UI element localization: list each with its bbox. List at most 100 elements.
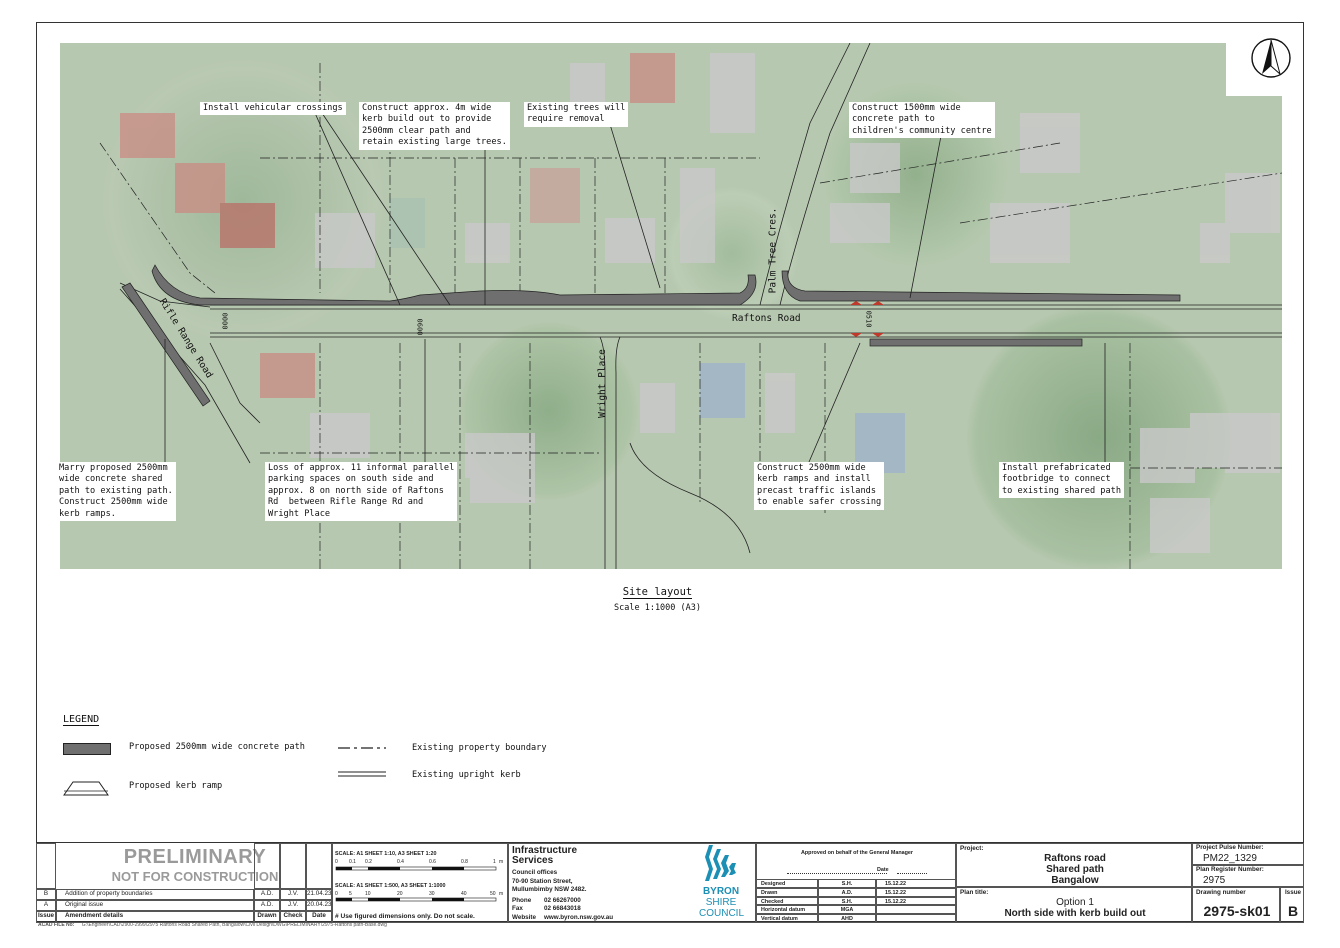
wright-place-label: Wright Place [596, 349, 608, 418]
acad-file-ref: ACAD FILE No: G:\Engineer\CAD\2900-2999\… [38, 922, 387, 928]
address-line-1: 70-90 Station Street, [512, 878, 573, 885]
plan-title-line-1: Option 1 [1056, 897, 1094, 908]
scale-tick: 0.4 [397, 859, 404, 865]
register-value: 2975 [1203, 875, 1226, 886]
rev-issue: B [36, 889, 56, 900]
website-label: Website [512, 914, 537, 921]
scale-text-2: SCALE: A1 SHEET 1:500, A3 SHEET 1:1000 [335, 883, 446, 889]
chainage-label: 0090 [416, 318, 425, 336]
infrastructure-services-title: Infrastructure Services [512, 845, 578, 866]
issue-panel: Issue B [1280, 887, 1304, 923]
site-layout-scale: Scale 1:1000 (A3) [614, 603, 701, 613]
issue-value: B [1287, 903, 1299, 919]
rev-date: 21.04.23 [306, 889, 332, 900]
scale-tick: 10 [365, 891, 371, 897]
phone-value: 02 66267000 [544, 897, 581, 904]
callout-kerb-ramps-islands: Construct 2500mm wide kerb ramps and ins… [754, 462, 885, 510]
sign-row-date: 15.12.22 [876, 896, 956, 906]
scale-tick: 0.2 [365, 859, 372, 865]
kerb-ramp-symbol-icon [63, 781, 109, 796]
logo-council: COUNCIL [699, 908, 745, 919]
pulse-number-panel: Project Pulse Number: PM22_1329 [1192, 843, 1304, 865]
title-block: PRELIMINARY NOT FOR CONSTRUCTION B Addit… [36, 842, 1304, 923]
property-boundary-symbol-icon [338, 747, 386, 749]
council-offices-label: Council offices [512, 869, 558, 876]
rev-check: J.V. [280, 900, 306, 911]
rev-check: J.V. [280, 889, 306, 900]
pulse-label: Project Pulse Number: [1196, 844, 1264, 851]
sign-row-name: AHD [818, 914, 876, 923]
date-line [897, 873, 927, 874]
scale-tick: 0 [335, 859, 338, 865]
plan-title-panel: Plan title: Option 1 North side with ker… [956, 887, 1192, 923]
preliminary-stamp: PRELIMINARY [123, 846, 267, 868]
callout-kerb-build-out: Construct approx. 4m wide kerb build out… [359, 102, 510, 150]
pulse-value: PM22_1329 [1203, 853, 1257, 864]
rev-date: 20.04.23 [306, 900, 332, 911]
logo-byron: BYRON [702, 886, 740, 897]
rev-header-check: Check [280, 911, 306, 923]
address-line-2: Mullumbimby NSW 2482. [512, 886, 587, 893]
revision-grid: B Addition of property boundaries A.D. J… [36, 843, 332, 923]
rev-issue: A [36, 900, 56, 911]
plan-title: Option 1 North side with kerb build out [957, 897, 1193, 919]
rev-header-issue: Issue [36, 911, 56, 923]
legend-path-swatch [63, 743, 111, 755]
sign-row-label: Vertical datum [756, 914, 818, 923]
rev-header-drawn: Drawn [254, 911, 280, 923]
raftons-road-label: Raftons Road [732, 313, 801, 324]
council-info-panel: Infrastructure Services Council offices … [508, 843, 756, 923]
scale-tick: 50 [490, 891, 496, 897]
plan-title-line-2: North side with kerb build out [1004, 908, 1146, 919]
callout-parking-loss: Loss of approx. 11 informal parallel par… [265, 462, 458, 522]
site-layout-title: Site layout [622, 586, 693, 599]
sign-off-table: Designed S.H. 15.12.22 Drawn A.D. 15.12.… [756, 879, 956, 923]
issue-label: Issue [1284, 889, 1302, 896]
scale-text-1: SCALE: A1 SHEET 1:10, A3 SHEET 1:20 [335, 851, 437, 857]
drawing-number-panel: Drawing number 2975-sk01 [1192, 887, 1280, 923]
sign-row-date: 15.12.22 [876, 887, 956, 897]
website-value: www.byron.nsw.gov.au [544, 914, 614, 921]
chainage-label: 0510 [864, 310, 873, 328]
fax-label: Fax [512, 905, 523, 912]
fax-value: 02 66843018 [544, 905, 581, 912]
rev-drawn: A.D. [254, 900, 280, 911]
sign-row-date [876, 914, 956, 923]
scale-tick: 0.8 [461, 859, 468, 865]
legend-path-label: Proposed 2500mm wide concrete path [129, 742, 305, 752]
not-for-construction-stamp: NOT FOR CONSTRUCTION [111, 869, 279, 884]
callout-footbridge: Install prefabricated footbridge to conn… [999, 462, 1124, 499]
grid-cell [306, 843, 332, 889]
scale-ticks-2: 0 5 10 20 30 40 50 m [335, 890, 505, 898]
north-arrow-box [1226, 32, 1296, 96]
drawing-sheet-border [36, 22, 1304, 922]
project-label: Project: [960, 845, 984, 852]
scale-tick: 30 [429, 891, 435, 897]
grid-cell [254, 843, 280, 889]
grid-cell [36, 843, 56, 889]
grid-cell [280, 843, 306, 889]
scale-tick: 0 [335, 891, 338, 897]
signature-line [787, 873, 887, 874]
sign-row-label: Drawn [756, 887, 818, 897]
sign-row-name: MGA [818, 905, 876, 915]
palm-tree-cres-label: Palm Tree Cres. [767, 207, 779, 294]
logo-text: BYRON SHIRE COUNCIL [699, 886, 745, 919]
callout-tree-removal: Existing trees will require removal [524, 102, 629, 127]
scale-bar-2 [335, 897, 497, 902]
date-label: Date [877, 867, 889, 873]
sign-row-label: Checked [756, 896, 818, 906]
scale-tick: m [499, 891, 504, 897]
scale-tick: 40 [461, 891, 467, 897]
sign-row-label: Designed [756, 879, 818, 888]
upright-kerb-symbol-icon [338, 771, 386, 777]
rev-header-detail: Amendment details [56, 911, 254, 923]
callout-marry-existing-path: Marry proposed 2500mm wide concrete shar… [56, 462, 176, 522]
sign-row-name: S.H. [818, 896, 876, 906]
sign-row-name: S.H. [818, 879, 876, 888]
scale-ticks-1: 0 0.1 0.2 0.4 0.6 0.8 1 m [335, 858, 505, 866]
drawing-number-value: 2975-sk01 [1203, 903, 1271, 919]
rev-detail: Original issue [56, 900, 254, 911]
scale-tick: 5 [349, 891, 352, 897]
acad-label: ACAD FILE No: [38, 922, 75, 928]
